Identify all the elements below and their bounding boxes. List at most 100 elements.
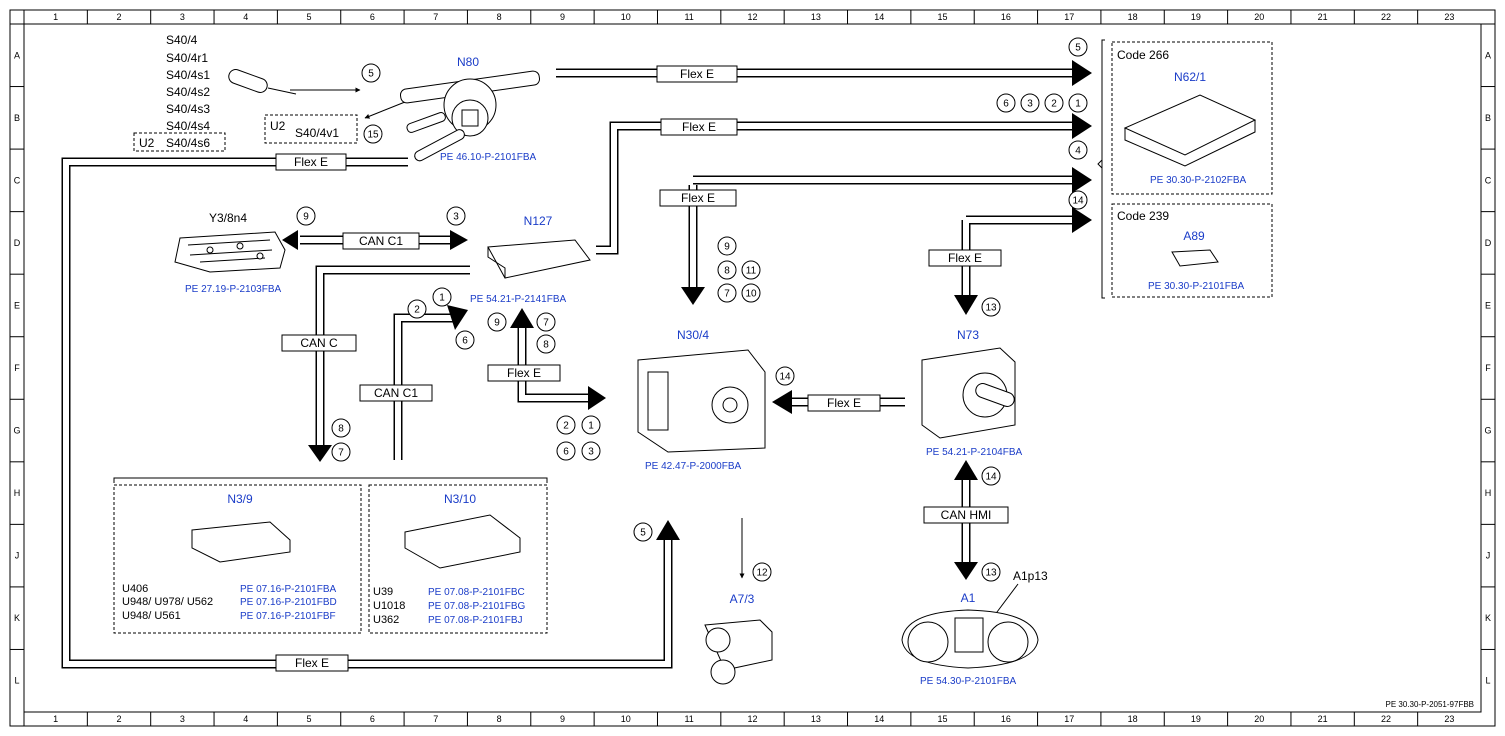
grid-col-label: 12 [747,714,757,724]
bus-labels: Flex E Flex E Flex E Flex E Flex E Flex … [275,65,1009,672]
bus-n127-to-n62 [596,121,1072,255]
svg-text:S40/4s1: S40/4s1 [166,68,210,82]
marker-circle: 14 [981,466,1001,486]
marker-circle: 3 [446,206,466,226]
marker-circle: 6 [556,441,576,461]
n39-name: N3/9 [227,492,253,506]
svg-text:9: 9 [303,212,309,223]
marker-circle: 3 [581,441,601,461]
arrow-n127-up [510,308,534,328]
marker-circle: 8 [331,418,351,438]
svg-text:5: 5 [1075,43,1081,54]
grid-row-label: F [1485,363,1491,373]
n80-ref: PE 46.10-P-2101FBA [440,152,536,163]
label-can-hmi: CAN HMI [941,508,992,522]
label-flex-e-6: Flex E [507,366,541,380]
marker-circle: 6 [455,330,475,350]
svg-text:PE 07.08-P-2101FBC: PE 07.08-P-2101FBC [428,587,525,598]
y3-component: Y3/8n4 PE 27.19-P-2103FBA [174,211,286,295]
svg-text:7: 7 [543,318,549,329]
svg-text:2: 2 [563,421,569,432]
label-flex-e-7: Flex E [827,396,861,410]
steering-column-module-icon [399,70,541,162]
n310-name: N3/10 [444,492,476,506]
y3-ref: PE 27.19-P-2103FBA [185,284,281,295]
svg-text:8: 8 [724,266,730,277]
svg-text:S40/4: S40/4 [166,33,198,47]
n80-component: N80 PE 46.10-P-2101FBA [399,55,541,163]
grid-col-label: 18 [1128,12,1138,22]
label-flex-e-5: Flex E [294,155,328,169]
marker-circle: 1 [581,415,601,435]
grid-col-label: 5 [307,12,312,22]
marker-circle: 10 [741,283,761,303]
n80-name: N80 [457,55,479,69]
label-flex-e-1: Flex E [680,67,714,81]
marker-circle: 15 [363,124,383,144]
bus-wires-inner [63,70,1072,667]
grid-col-label: 2 [117,12,122,22]
arrow-canc1 [447,305,468,330]
arrow-a1-in [954,562,978,580]
grid-col-label: 17 [1064,714,1074,724]
s40-variant-list: S40/4 S40/4r1 S40/4s1 S40/4s2 S40/4s3 S4… [166,33,210,133]
bus-n127-to-n30 [517,325,590,403]
grid-col-label: 17 [1064,12,1074,22]
drawing-id: PE 30.30-P-2051-97FBB [1386,700,1475,709]
label-can-c1-2: CAN C1 [374,386,418,400]
svg-text:1: 1 [439,293,445,304]
inner-frame [23,23,1482,713]
marker-circle: 7 [536,312,556,332]
svg-text:S40/4s6: S40/4s6 [166,136,210,150]
svg-text:U362: U362 [373,614,399,626]
grid-col-label: 4 [243,714,248,724]
grid-col-label: 3 [180,714,185,724]
svg-text:13: 13 [985,568,997,579]
marker-circle: 5 [361,63,381,83]
grid-row-label: E [14,300,20,310]
marker-circle: 1 [432,287,452,307]
grid-col-label: 15 [938,12,948,22]
a1-component: A1 A1p13 PE 54.30-P-2101FBA [901,569,1048,687]
svg-text:S40/4s4: S40/4s4 [166,119,210,133]
svg-text:U39: U39 [373,586,393,598]
grid-row-label: D [1485,238,1492,248]
arrow-a89 [1072,207,1092,233]
marker-circle: 6 [996,93,1016,113]
grid-col-label: 8 [497,12,502,22]
arrow-n30-from-n73 [772,390,792,414]
grid-col-label: 21 [1318,12,1328,22]
marker-circle: 14 [1068,190,1088,210]
marker-circle: 7 [717,283,737,303]
arrow-n73-in [954,295,978,315]
arrow-n62-c [1072,167,1092,193]
svg-text:5: 5 [368,69,374,80]
grid-row-label: A [14,50,20,60]
grid-col-label: 22 [1381,714,1391,724]
arrow-n62-top [1072,60,1092,86]
n30-name: N30/4 [677,328,709,342]
svg-text:8: 8 [543,340,549,351]
svg-text:U2: U2 [270,119,286,133]
a89-name: A89 [1183,229,1205,243]
grid-row-label: A [1485,50,1491,60]
hydraulic-unit-icon [704,619,773,685]
marker-circle: 14 [775,366,795,386]
n310-component: N3/10 U39 PE 07.08-P-2101FBC U1018 PE 07… [368,484,548,634]
grid-row-label: B [1485,113,1491,123]
svg-text:1: 1 [588,421,594,432]
grid-col-label: 12 [747,12,757,22]
n127-ref: PE 54.21-P-2141FBA [470,294,566,305]
ecu-group-bracket [113,477,548,483]
a73-name: A7/3 [730,592,755,606]
svg-text:PE 07.08-P-2101FBJ: PE 07.08-P-2101FBJ [428,615,523,626]
ignition-switch-icon [921,347,1016,439]
grid-row-label: G [13,426,20,436]
valve-body-icon [174,231,286,273]
grid-row-label: L [14,676,19,686]
